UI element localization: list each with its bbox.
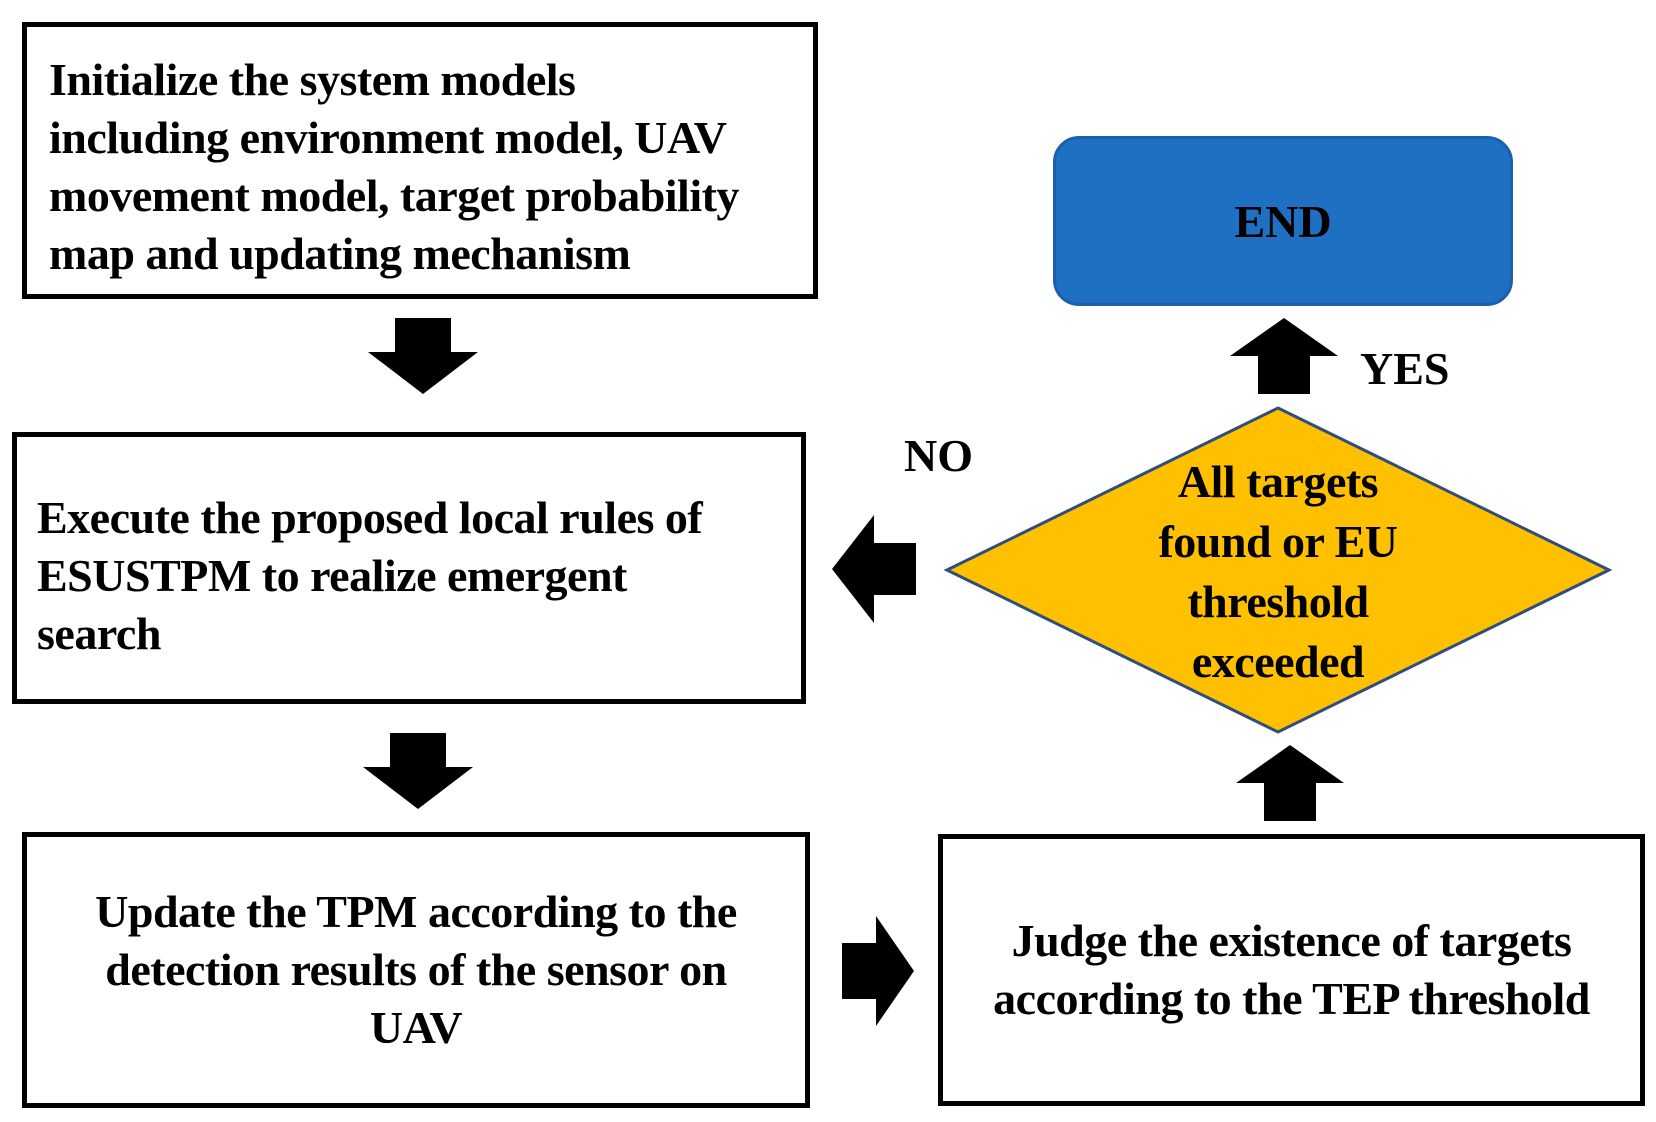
end-terminal: END: [1053, 136, 1513, 306]
update-text-line: detection results of the sensor on: [105, 944, 727, 995]
update-text-line: Update the TPM according to the: [95, 886, 737, 937]
decision-text: All targets found or EU threshold exceed…: [1090, 452, 1466, 692]
decision-diamond: [944, 406, 1612, 734]
arrow-up-judge-to-decision: [1236, 745, 1344, 821]
update-step-box: Update the TPM according to the detectio…: [22, 832, 810, 1108]
no-label: NO: [904, 430, 973, 481]
decision-text-line: All targets: [1177, 456, 1379, 507]
judge-text-line: according to the TEP threshold: [993, 973, 1590, 1024]
decision-text-line: found or EU: [1158, 516, 1398, 567]
decision-text-line: threshold: [1187, 576, 1369, 627]
initialize-text-line: including environment model, UAV: [49, 112, 727, 163]
judge-text-line: Judge the existence of targets: [1011, 915, 1572, 966]
arrow-up-decision-to-end: [1230, 318, 1338, 394]
update-text-line: UAV: [369, 1002, 463, 1053]
judge-text: Judge the existence of targets according…: [993, 912, 1590, 1028]
end-label: END: [1234, 195, 1332, 247]
arrow-down-exec-to-update: [363, 733, 473, 809]
initialize-text-line: Initialize the system models: [49, 54, 576, 105]
initialize-step-box: Initialize the system models including e…: [22, 22, 818, 299]
execute-text-line: search: [37, 608, 161, 659]
execute-step-box: Execute the proposed local rules of ESUS…: [12, 432, 806, 704]
decision-text-line: exceeded: [1191, 636, 1365, 687]
arrow-left-decision-to-exec: [832, 515, 916, 623]
initialize-text-line: movement model, target probability: [49, 170, 739, 221]
initialize-text-line: map and updating mechanism: [49, 228, 631, 279]
execute-text-line: Execute the proposed local rules of: [37, 492, 703, 543]
execute-text-line: ESUSTPM to realize emergent: [37, 550, 627, 601]
arrow-down-init-to-exec: [368, 318, 478, 394]
update-text: Update the TPM according to the detectio…: [95, 883, 737, 1057]
arrow-right-update-to-judge: [842, 916, 914, 1026]
yes-label: YES: [1360, 343, 1450, 394]
judge-step-box: Judge the existence of targets according…: [938, 834, 1645, 1106]
